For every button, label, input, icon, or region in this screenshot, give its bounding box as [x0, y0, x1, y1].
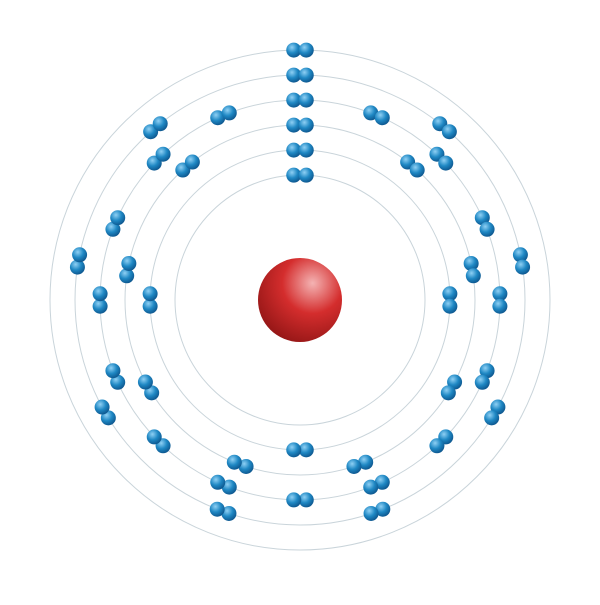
shell-4-electron: [474, 374, 490, 390]
shell-5-electron: [490, 399, 506, 415]
shell-5-electron: [515, 259, 531, 275]
shell-4-electron: [155, 146, 171, 162]
shell-3-electron: [447, 374, 463, 390]
shell-3-electron: [465, 268, 481, 284]
shell-4-electron: [298, 492, 314, 508]
shell-1-electron: [286, 167, 302, 183]
shell-4-electron: [363, 105, 379, 121]
shell-5-electron: [100, 410, 116, 426]
shell-3-electron: [298, 117, 314, 133]
shell-5-electron: [441, 124, 457, 140]
shell-6-electron: [286, 42, 302, 58]
shell-4-electron: [110, 210, 126, 226]
shell-5-electron: [512, 247, 528, 263]
shell-2-electron: [142, 298, 158, 314]
shell-3-electron: [440, 385, 456, 401]
shell-3-electron: [121, 255, 137, 271]
shell-5-electron: [298, 67, 314, 83]
shell-1-electron: [298, 167, 314, 183]
shell-4-electron: [438, 155, 454, 171]
shell-2-electron: [286, 142, 302, 158]
shell-4-electron: [298, 92, 314, 108]
shell-3-electron: [346, 458, 362, 474]
shell-5-electron: [484, 410, 500, 426]
shell-3-electron: [409, 162, 425, 178]
shell-4-electron: [210, 474, 226, 490]
shell-5-electron: [375, 501, 391, 517]
shell-2-electron: [142, 286, 158, 302]
shell-4-electron: [286, 492, 302, 508]
shell-4-electron: [429, 438, 445, 454]
shell-5-electron: [152, 116, 168, 132]
shell-4-electron: [210, 110, 226, 126]
shell-5-electron: [363, 505, 379, 521]
shell-2-electron: [298, 442, 314, 458]
shell-4-electron: [92, 286, 108, 302]
shell-4-electron: [374, 474, 390, 490]
shell-3-electron: [184, 154, 200, 170]
shell-5-electron: [221, 505, 237, 521]
shell-3-electron: [144, 385, 160, 401]
shell-3-electron: [358, 454, 374, 470]
nucleus: [258, 258, 342, 342]
shell-4-electron: [221, 479, 237, 495]
shell-4-electron: [105, 221, 121, 237]
shell-5-electron: [72, 247, 88, 263]
shell-3-electron: [463, 255, 479, 271]
shell-4-electron: [105, 363, 121, 379]
shell-2-electron: [442, 298, 458, 314]
shell-5-electron: [69, 259, 85, 275]
shell-4-electron: [221, 105, 237, 121]
shell-4-electron: [92, 298, 108, 314]
shell-2-electron: [298, 142, 314, 158]
shell-4-electron: [363, 479, 379, 495]
shell-4-electron: [474, 210, 490, 226]
shell-4-electron: [492, 298, 508, 314]
shell-4-electron: [286, 92, 302, 108]
shell-3-electron: [286, 117, 302, 133]
shell-4-electron: [374, 110, 390, 126]
shell-4-electron: [492, 286, 508, 302]
shell-4-electron: [146, 429, 162, 445]
shell-5-electron: [209, 501, 225, 517]
shell-3-electron: [119, 268, 135, 284]
shell-2-electron: [286, 442, 302, 458]
shell-4-electron: [479, 363, 495, 379]
nucleus-group: [258, 258, 342, 342]
shell-3-electron: [226, 454, 242, 470]
shell-3-electron: [238, 458, 254, 474]
shell-3-electron: [137, 374, 153, 390]
shell-4-electron: [110, 374, 126, 390]
shell-6-electron: [298, 42, 314, 58]
electrons-group: [69, 42, 531, 521]
shell-2-electron: [442, 286, 458, 302]
shell-5-electron: [286, 67, 302, 83]
shell-4-electron: [479, 221, 495, 237]
shell-5-electron: [94, 399, 110, 415]
